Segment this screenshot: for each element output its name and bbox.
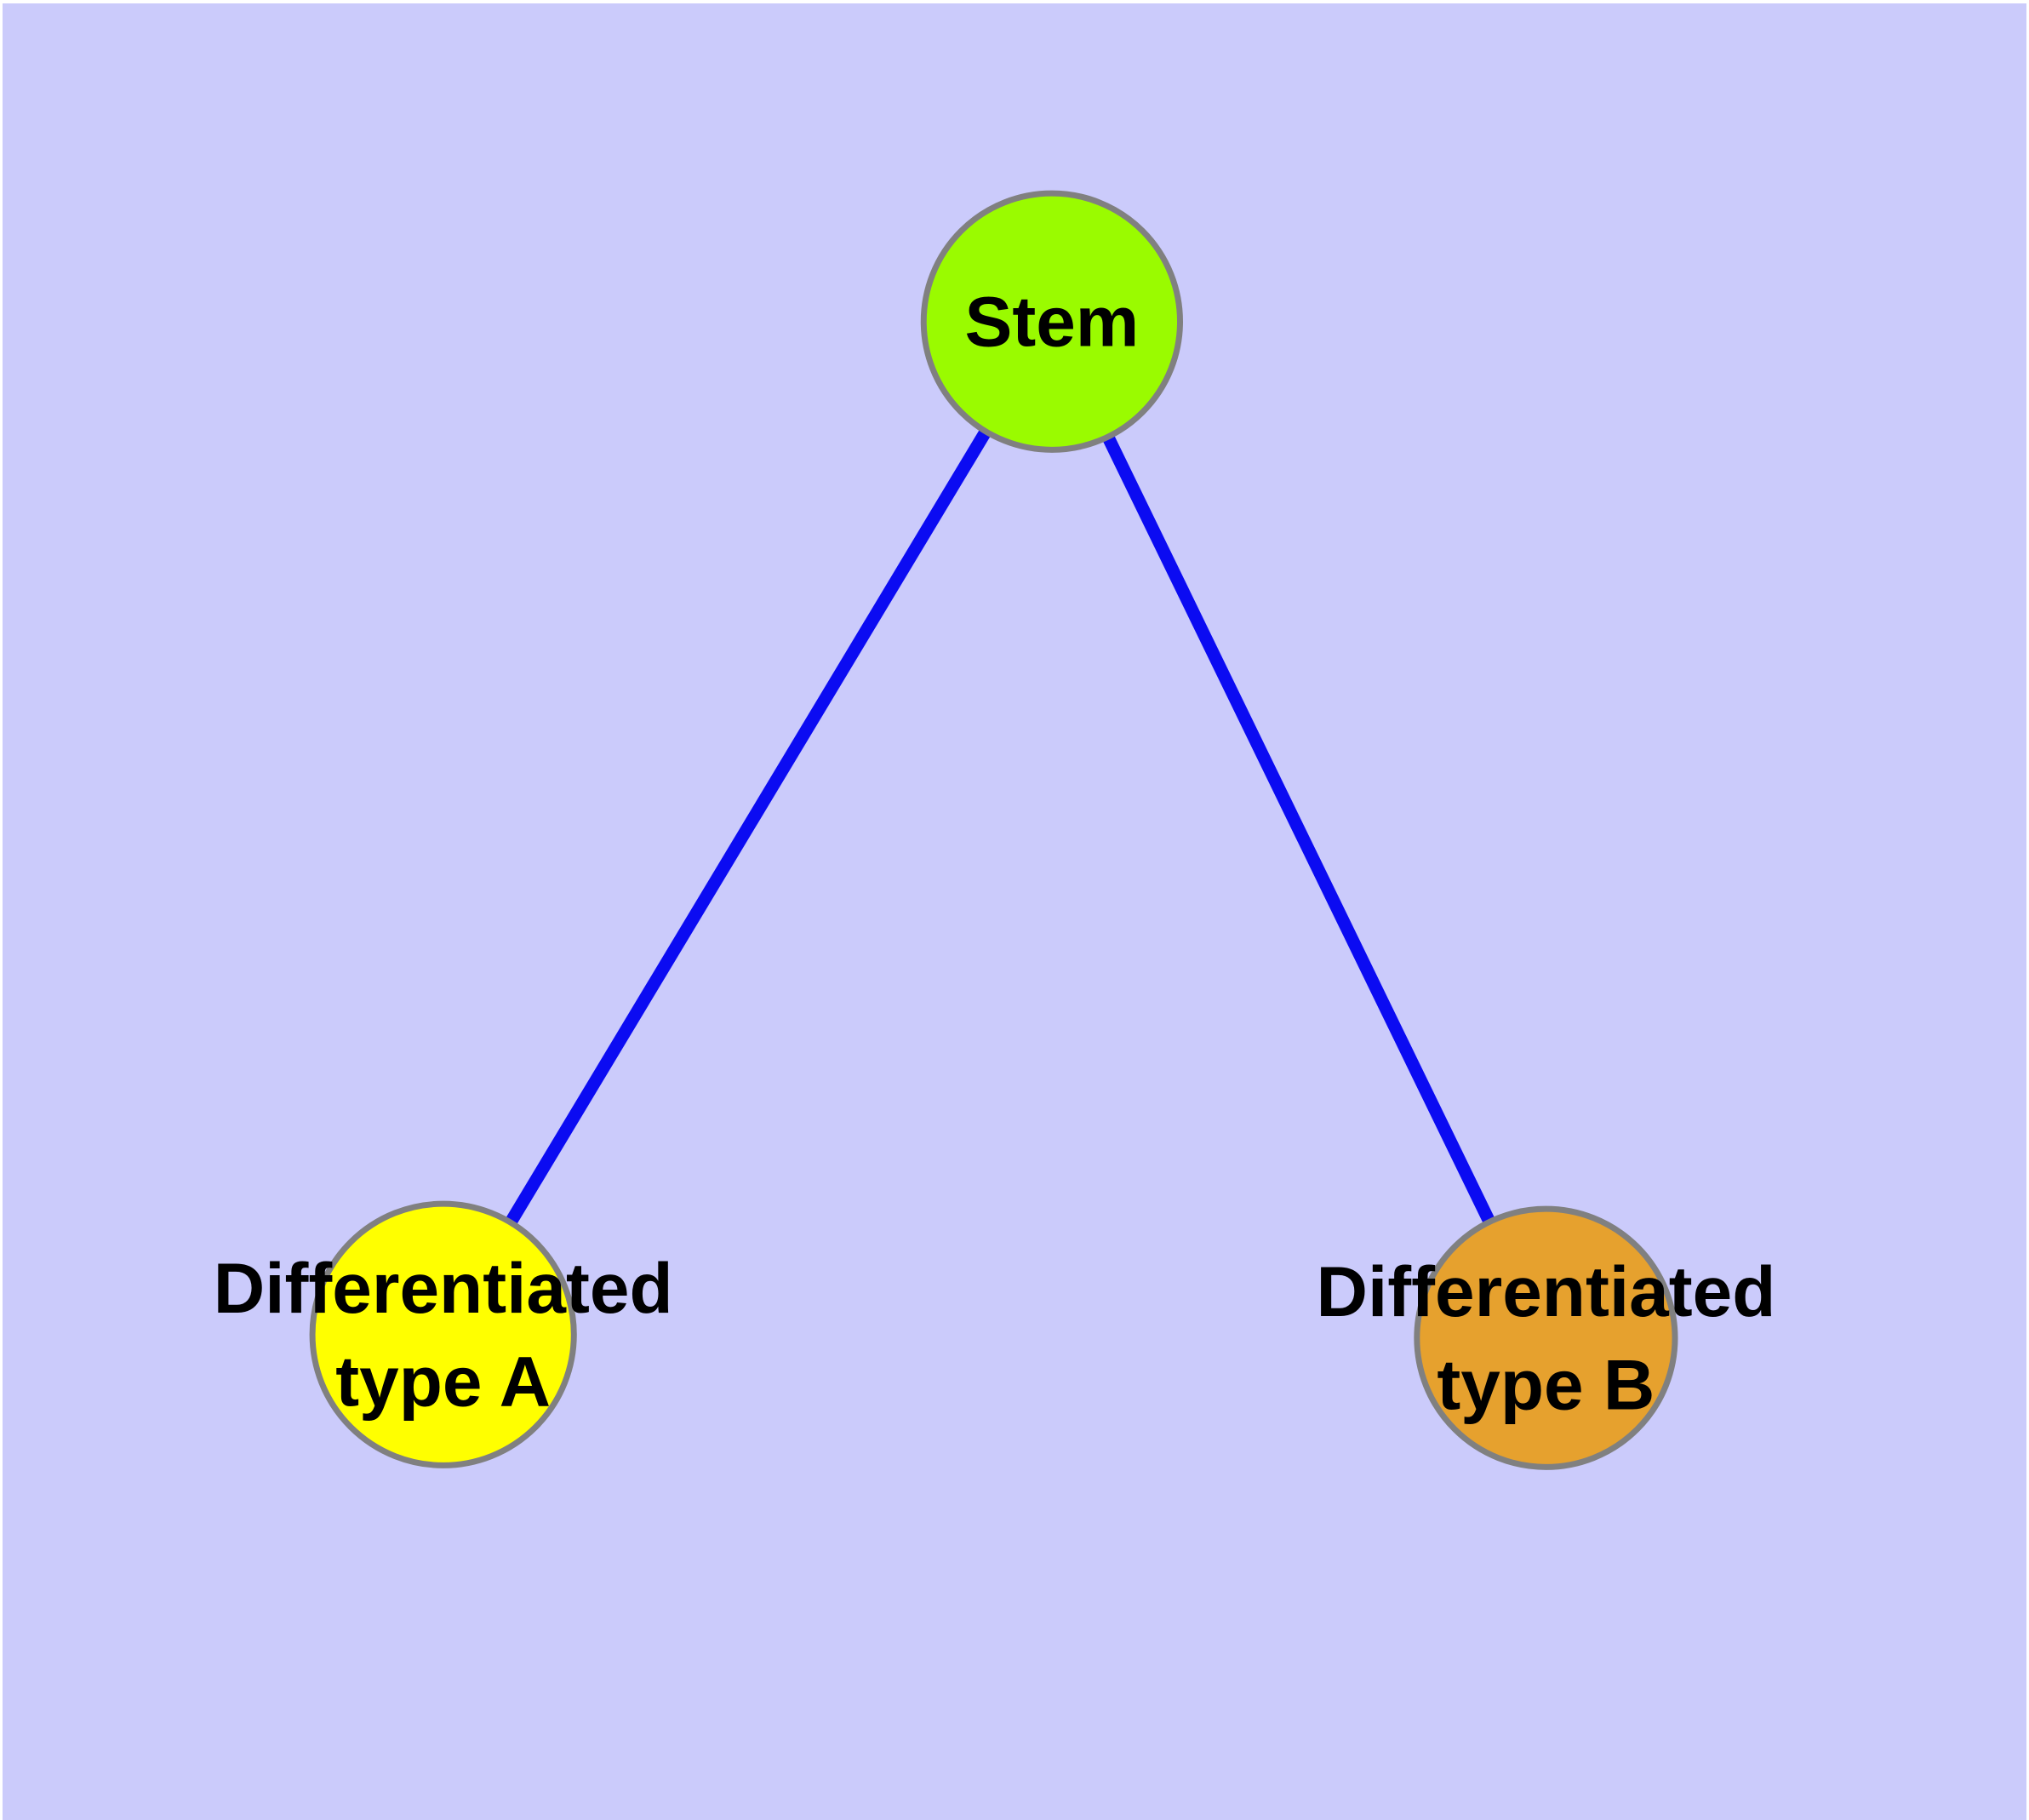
node-label-line: Differentiated — [214, 1248, 673, 1328]
node-label-line: type A — [335, 1342, 551, 1422]
edge-stem-to-differentiated-type-b — [1046, 318, 1552, 1342]
node-label-differentiated-type-b: Differentiated type B — [1316, 1251, 1775, 1425]
node-differentiated-type-a — [309, 1200, 577, 1468]
node-label-stem: Stem — [964, 282, 1139, 362]
node-label-line: type B — [1437, 1345, 1655, 1425]
node-differentiated-type-b — [1414, 1205, 1678, 1470]
node-label-differentiated-type-a: Differentiated type A — [214, 1248, 673, 1422]
node-label-line: Differentiated — [1316, 1251, 1775, 1331]
node-label-line: Stem — [964, 282, 1139, 362]
node-stem — [920, 190, 1184, 453]
edge-stem-to-differentiated-type-a — [437, 318, 1058, 1338]
